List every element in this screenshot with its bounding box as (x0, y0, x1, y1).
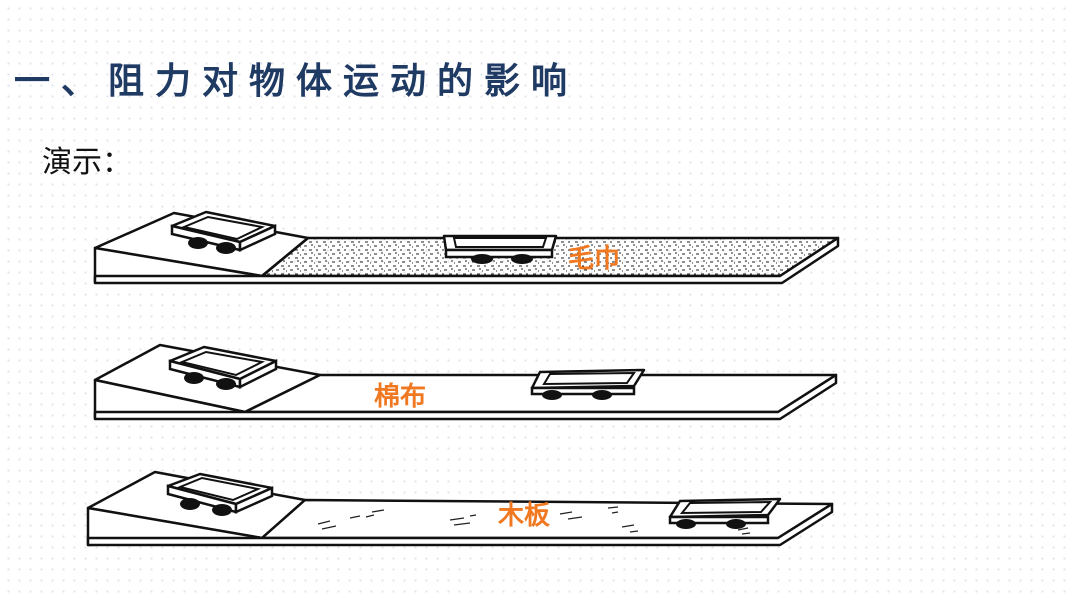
cart (668, 497, 782, 529)
cart (530, 368, 646, 400)
wood-grain (317, 506, 751, 535)
cart (442, 234, 558, 264)
surface-label-towel: 毛巾 (568, 244, 620, 274)
cart (168, 345, 278, 390)
track-wood: 木板 (86, 470, 834, 547)
demo-label: 演示： (42, 145, 132, 180)
cart (166, 472, 274, 516)
surface-label-wood: 木板 (497, 501, 550, 531)
surface-label-cotton: 棉布 (374, 382, 426, 412)
track-towel: 毛巾 (93, 210, 840, 285)
cart (170, 210, 277, 254)
track-cotton: 棉布 (93, 343, 838, 421)
board-edge (93, 373, 838, 421)
board-edge (93, 236, 840, 285)
slide-title: 一、阻力对物体运动的影响 (14, 61, 579, 102)
board-edge (86, 502, 834, 547)
